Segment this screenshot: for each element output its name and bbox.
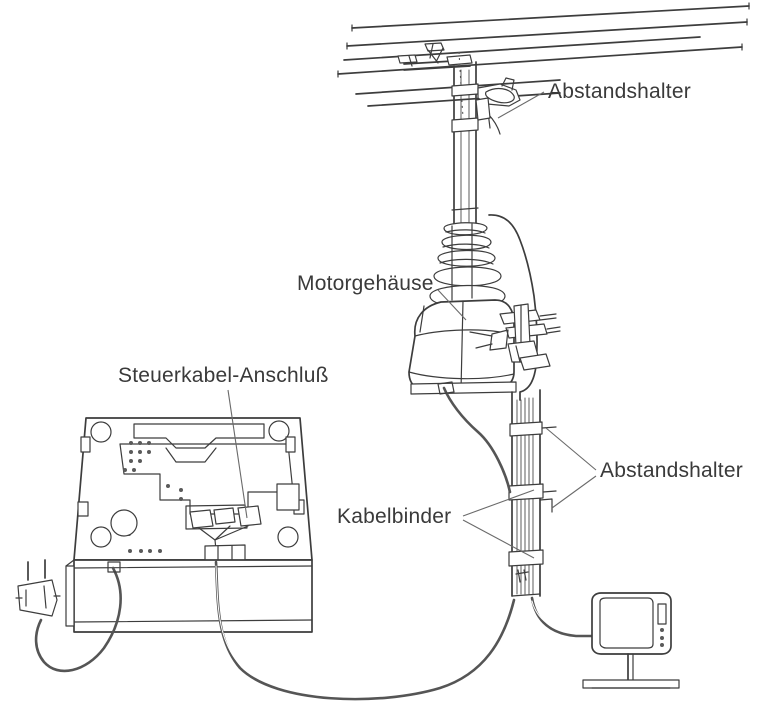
control-box-terminal (189, 505, 262, 562)
mast-clamp-assembly (469, 303, 561, 371)
power-plug (15, 559, 122, 673)
antenna-cable (530, 596, 594, 638)
label-motorgehaeuse: Motorgehäuse (297, 272, 434, 295)
mast-spacer-upper (509, 421, 557, 437)
rotor-motor-housing (408, 222, 517, 395)
control-cable (214, 560, 516, 701)
motor-to-mast-cable (437, 381, 512, 494)
leader-lines (227, 91, 597, 559)
label-abstandshalter-right: Abstandshalter (600, 459, 743, 482)
cable-tie-lower (508, 549, 544, 567)
label-kabelbinder: Kabelbinder (337, 505, 452, 528)
antenna-mast (451, 61, 479, 233)
yagi-antenna (337, 2, 750, 119)
television (582, 592, 680, 689)
lower-mast-with-cables (508, 389, 557, 597)
mast-spacer-lower (539, 498, 553, 513)
control-box (65, 417, 313, 633)
mast-top-spacer-clamp (475, 77, 521, 135)
cable-tie-upper (508, 483, 557, 501)
label-steuerkabel-anschluss: Steuerkabel-Anschluß (118, 364, 329, 387)
rotor-body-outline (488, 214, 538, 401)
label-abstandshalter-top: Abstandshalter (548, 80, 691, 103)
